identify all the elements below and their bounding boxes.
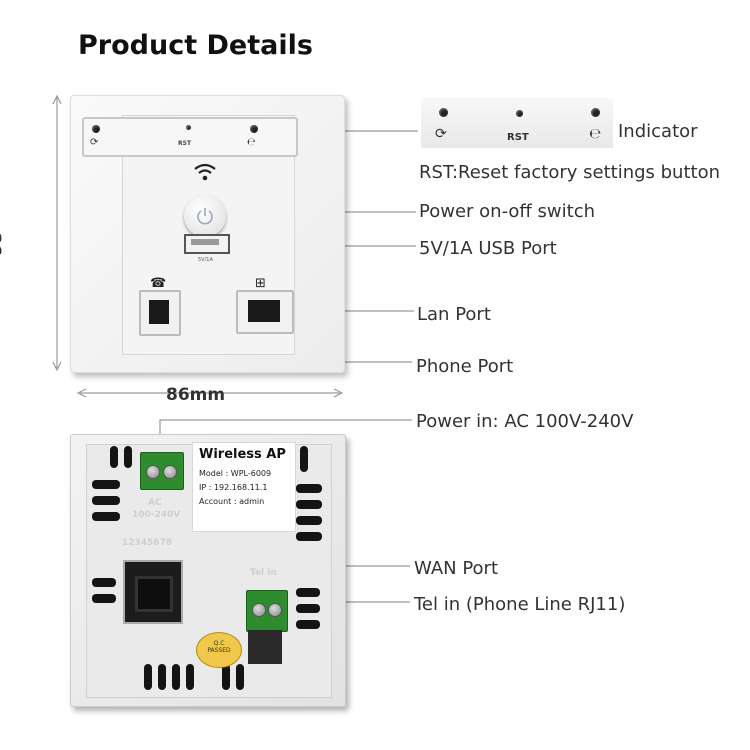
reset-button[interactable] [186,125,191,130]
sticker-account: Account : admin [199,497,265,506]
lan-port-label: Lan Port [417,304,491,325]
screw [146,465,160,479]
vent-slot [296,588,320,597]
phone-link-icon: ⟳ [90,137,99,148]
power-in-label: Power in: AC 100V-240V [416,411,634,432]
vent-slot [92,480,120,489]
vent-slot [186,664,194,690]
zoom-led-1 [439,108,448,117]
phone-port-label: Phone Port [416,356,514,377]
rst-label-small: RST [178,140,192,147]
width-dimension-label: 86mm [166,385,226,405]
indicator-label: Indicator [618,121,698,142]
lan-port[interactable] [236,290,294,334]
product-sticker: Wireless AP Model : WPL-6009 IP : 192.16… [192,442,296,532]
tel-in-emboss-label: Tel in [250,568,277,578]
indicator-led-2 [250,125,258,133]
vent-slot [300,446,308,472]
vent-slot [296,532,322,541]
vent-slot [144,664,152,690]
pin-number-emboss-label: 12345678 [122,538,173,548]
wan-port[interactable] [123,560,183,624]
zoom-rst-label: RST [507,132,529,143]
tel-in-label: Tel in (Phone Line RJ11) [414,594,626,615]
indicator-zoom: ⟳ RST ℮ [421,98,613,148]
power-icon [197,208,213,225]
usb-port-label: 5V/1A [198,257,213,263]
internet-icon: ℮ [247,137,256,148]
vent-slot [172,664,180,690]
wan-port-label: WAN Port [414,558,498,579]
vent-slot [92,594,116,603]
lan-icon: ⊞ [255,276,266,291]
page-title: Product Details [78,30,313,61]
usb-port[interactable] [184,234,230,254]
vent-slot [92,496,120,505]
vent-slot [296,620,320,629]
wifi-icon [194,163,216,181]
vent-slot [92,512,120,521]
vent-slot [296,500,322,509]
sticker-title: Wireless AP [199,447,286,462]
screw [252,603,266,617]
zoom-led-2 [591,108,600,117]
qc-passed-label: PASSED [207,647,231,654]
height-dimension-label: 86mm [0,232,4,292]
vent-slot [110,446,118,468]
tel-in-terminal[interactable] [246,590,288,632]
vent-slot [296,516,322,525]
screw [163,465,177,479]
zoom-reset-button [516,110,523,117]
tel-in-wiring [248,630,282,664]
screw [268,603,282,617]
usb-port-callout-label: 5V/1A USB Port [419,238,557,259]
power-switch-button[interactable] [184,195,226,237]
zoom-phone-link-icon: ⟳ [435,126,447,142]
power-in-terminal[interactable] [140,452,184,490]
phone-port[interactable] [139,290,181,336]
vent-slot [124,446,132,468]
voltage-emboss-label: 100-240V [132,510,181,520]
vent-slot [158,664,166,690]
rst-description: RST:Reset factory settings button [419,162,720,183]
phone-icon: ☎ [150,276,167,291]
vent-slot [236,664,244,690]
sticker-ip: IP : 192.168.11.1 [199,483,268,492]
qc-passed-sticker: Q.C PASSED [196,632,242,668]
vent-slot [92,578,116,587]
power-switch-label: Power on-off switch [419,201,595,222]
vent-slot [296,604,320,613]
vent-slot [296,484,322,493]
vent-slot [222,664,230,690]
sticker-model: Model : WPL-6009 [199,469,272,478]
indicator-strip: ⟳ RST ℮ [82,117,298,157]
zoom-internet-icon: ℮ [589,126,601,142]
indicator-led-1 [92,125,100,133]
qc-label: Q.C [213,640,225,647]
ac-emboss-label: AC [148,498,162,508]
